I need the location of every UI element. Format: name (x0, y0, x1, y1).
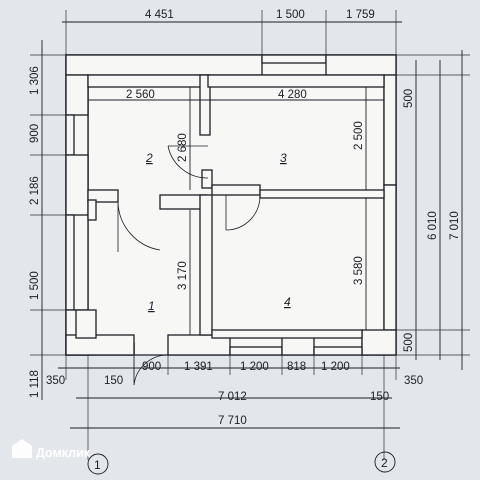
wall-bottom-window-1 (229, 346, 283, 356)
dim-left-2: 900 (29, 124, 41, 143)
house-logo-icon (12, 439, 32, 458)
watermark-text: Домклик (36, 446, 91, 460)
door-3-4 (225, 195, 261, 231)
room-label-4: 4 (284, 295, 291, 309)
dim-bottom-5: 1 200 (240, 361, 269, 373)
wall-right-3 (361, 329, 397, 356)
wall-bottom-2 (167, 334, 231, 356)
wall-bottom-window-2 (313, 346, 363, 356)
wall-1-2-stub (87, 199, 97, 221)
dim-room1-height: 3 170 (177, 261, 189, 290)
wall-right-2 (383, 184, 397, 331)
interior-walls (75, 74, 385, 339)
wall-pieces (65, 54, 397, 356)
dim-bottom-small-right: 150 (370, 391, 389, 403)
door-1-2 (117, 201, 161, 252)
axis-1-label: 1 (94, 458, 101, 472)
room-labels: 1 2 3 4 (145, 151, 291, 313)
dim-bottom-1: 350 (46, 375, 65, 387)
dim-bottom-4: 1 391 (184, 361, 213, 373)
dim-bottom-8: 350 (404, 375, 423, 387)
doors (117, 145, 261, 386)
dim-bottom-3: 900 (142, 361, 161, 373)
wall-left-window-2 (65, 214, 75, 311)
dim-bottom-7: 1 200 (321, 361, 350, 373)
axis-1-circle (87, 453, 109, 475)
dim-top-1: 4 451 (145, 9, 174, 21)
dim-top-3: 1 759 (346, 9, 375, 21)
watermark: Домклик (12, 439, 91, 460)
room-label-3: 3 (280, 151, 287, 165)
wall-2-3-upper (199, 74, 211, 136)
dimension-lines (30, 10, 470, 460)
wall-2-3-lower (201, 169, 213, 189)
wall-room4-bottom (211, 329, 363, 339)
dim-room2-height: 2 680 (177, 133, 189, 162)
wall-3-4-right (259, 189, 385, 199)
axis-markers: 1 2 (87, 451, 396, 475)
wall-left-window-1 (65, 114, 75, 156)
dim-left-4: 1 500 (29, 271, 41, 300)
axis-2-label: 2 (381, 456, 388, 470)
wall-1-2-left (87, 189, 119, 203)
dim-room3-height: 2 500 (353, 121, 365, 150)
wall-left-2 (65, 154, 89, 216)
room-label-2: 2 (145, 151, 153, 165)
wall-1-4 (199, 194, 213, 336)
dim-right-4: 500 (403, 333, 415, 352)
axis-2-circle (374, 451, 396, 473)
wall-room2-top (87, 74, 209, 88)
dim-left-3: 2 186 (29, 176, 41, 205)
dim-room4-height: 3 580 (353, 256, 365, 285)
dim-left-5: 1 118 (29, 370, 41, 398)
wall-room1-corner (75, 309, 97, 339)
dim-bottom-2: 150 (104, 375, 123, 387)
door-2-3 (167, 145, 209, 179)
wall-right-1 (383, 74, 397, 186)
wall-left-1 (65, 74, 89, 116)
wall-top-left (65, 54, 263, 76)
wall-top-right (325, 54, 397, 76)
dim-bottom-total-inner: 7 012 (218, 391, 247, 403)
dim-right-1: 500 (403, 89, 415, 108)
dim-room2-width: 2 560 (126, 89, 155, 101)
room-label-1: 1 (148, 299, 155, 313)
dim-top-2: 1 500 (276, 9, 305, 21)
wall-3-4-left (211, 184, 261, 196)
dimension-texts: 4 451 1 500 1 759 1 306 900 2 186 1 500 … (29, 9, 461, 427)
dim-room3-width: 4 280 (278, 89, 307, 101)
dim-bottom-6: 818 (287, 361, 306, 373)
dim-bottom-total: 7 710 (218, 415, 247, 427)
dim-right-2: 6 010 (427, 211, 439, 240)
wall-room3-top (207, 74, 385, 88)
dim-left-1: 1 306 (29, 66, 41, 95)
wall-bottom-1 (65, 334, 135, 356)
wall-top-window (261, 54, 327, 64)
dim-right-3: 7 010 (449, 211, 461, 240)
